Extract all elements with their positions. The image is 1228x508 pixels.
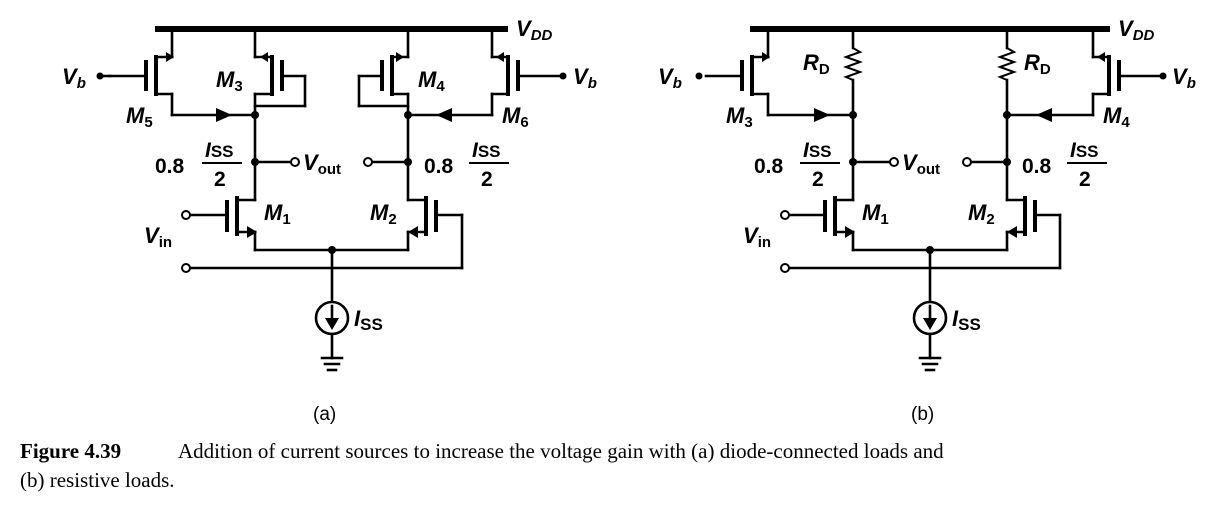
m4-label-a: M4 (418, 67, 445, 95)
iss-label-b: ISS (952, 306, 981, 334)
transistor-m4 (357, 27, 410, 117)
tail-current-source-a (314, 248, 350, 372)
transistor-m2-a (406, 196, 464, 270)
resistor-rd-left (843, 27, 863, 202)
m1-label-a: M1 (264, 200, 291, 228)
right-current-num-b: ISS (1070, 139, 1099, 162)
panel-b-tag: (b) (911, 404, 934, 425)
transistor-m5 (96, 27, 257, 122)
iss-label-a: ISS (354, 306, 383, 334)
rd-left-label: RD (803, 50, 830, 78)
vout-label-b: Vout (902, 150, 940, 178)
vb-right-label-a: Vb (573, 64, 597, 92)
vdd-label-a: VDD (516, 16, 553, 44)
transistor-m3-b (695, 27, 855, 122)
m6-label: M6 (502, 103, 529, 131)
m2-label-b: M2 (968, 200, 995, 228)
left-current-num-a: ISS (205, 139, 234, 162)
m3-label-b: M3 (726, 103, 753, 131)
transistor-m4-b (1005, 27, 1167, 122)
figure-label: Figure 4.39 (20, 439, 121, 463)
vb-left-label-b: Vb (658, 64, 682, 92)
vb-right-label-b: Vb (1172, 64, 1196, 92)
panel-a: VDD Vb M5 (62, 16, 597, 425)
m3-label-a: M3 (216, 67, 243, 95)
left-current-den-b: 2 (812, 168, 824, 191)
vb-left-label-a: Vb (62, 64, 86, 92)
transistor-m1-a (181, 196, 257, 252)
vdd-label-b: VDD (1118, 16, 1155, 44)
left-current-den-a: 2 (214, 168, 226, 191)
m2-label-a: M2 (370, 200, 397, 228)
vin-label-a: Vin (144, 223, 172, 251)
panel-b: VDD Vb M3 RD RD (658, 16, 1196, 425)
m4-label-b: M4 (1103, 103, 1130, 131)
right-current-num-a: ISS (472, 139, 501, 162)
m1-label-b: M1 (862, 200, 889, 228)
left-current-coeff-a: 0.8 (155, 155, 185, 178)
right-current-coeff-a: 0.8 (424, 155, 454, 178)
left-current-coeff-b: 0.8 (754, 155, 784, 178)
m5-label: M5 (126, 103, 153, 131)
caption-line-1: Addition of current sources to increase … (178, 439, 944, 463)
right-current-coeff-b: 0.8 (1022, 155, 1052, 178)
transistor-m6 (406, 27, 567, 122)
panel-a-tag: (a) (313, 404, 336, 425)
tail-current-source-b (912, 248, 948, 372)
transistor-m1-b (780, 196, 855, 252)
caption-line-2: (b) resistive loads. (20, 468, 175, 492)
vin-label-b: Vin (743, 223, 771, 251)
rd-right-label: RD (1024, 50, 1051, 78)
resistor-rd-right (997, 27, 1017, 202)
vout-label-a: Vout (303, 150, 341, 178)
right-current-den-b: 2 (1079, 168, 1091, 191)
left-current-num-b: ISS (803, 139, 832, 162)
right-current-den-a: 2 (481, 168, 493, 191)
transistor-m3 (253, 27, 307, 117)
transistor-m2-b (1005, 196, 1062, 270)
